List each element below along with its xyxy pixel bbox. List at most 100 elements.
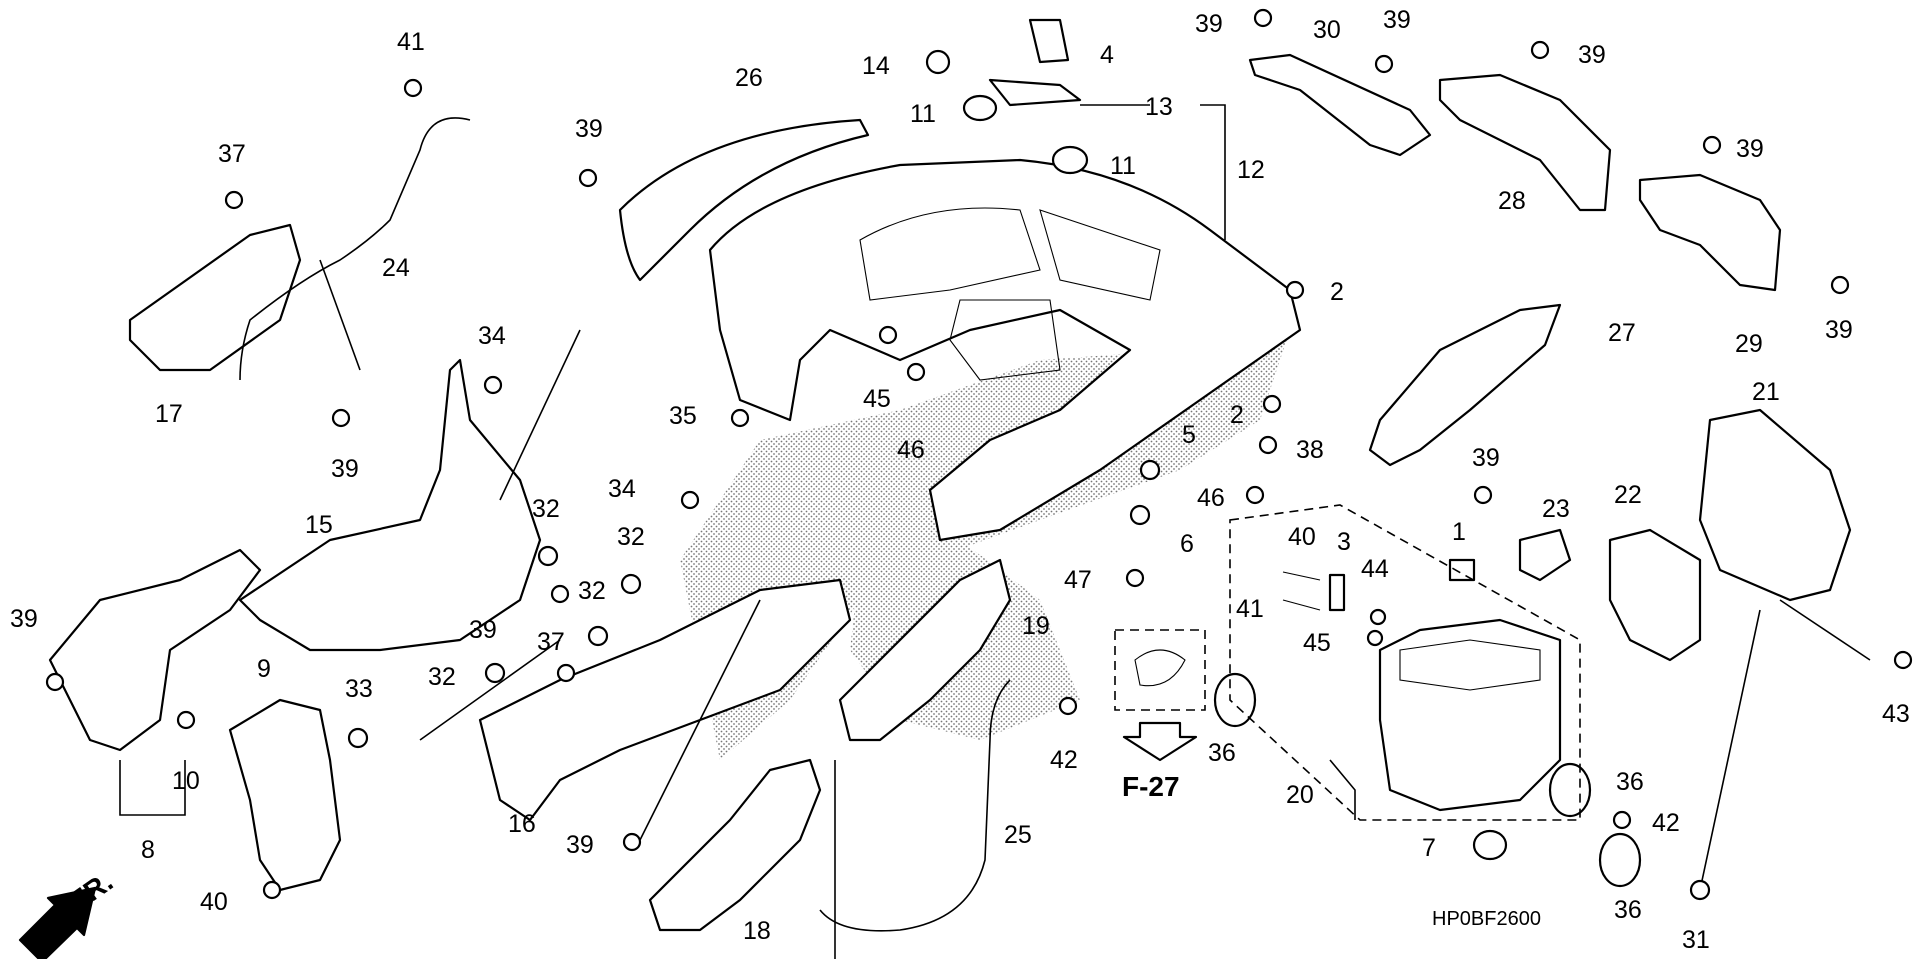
callout-9: 9 xyxy=(257,655,271,683)
part-11-lower-shape xyxy=(1051,145,1089,175)
part-17-shape xyxy=(128,223,302,372)
leader-17-24 xyxy=(319,259,361,371)
callout-38: 38 xyxy=(1296,436,1324,464)
callout-7: 7 xyxy=(1422,834,1436,862)
callout-11: 11 xyxy=(910,100,936,128)
part-13-shape xyxy=(988,78,1082,107)
callout-13: 13 xyxy=(1145,93,1173,121)
fastener-5 xyxy=(1139,459,1161,481)
fastener-32-d xyxy=(484,662,506,684)
callout-16: 16 xyxy=(508,810,536,838)
leader-16 xyxy=(419,639,561,741)
part-19-shape xyxy=(838,558,1012,742)
callout-21: 21 xyxy=(1752,378,1780,406)
fastener-32-a xyxy=(537,545,559,567)
part-29-shape xyxy=(1638,173,1782,292)
fastener-39-top-right-c xyxy=(1530,40,1550,60)
part-36-left-shape xyxy=(1213,672,1257,728)
callout-32: 32 xyxy=(428,663,456,691)
part-23-shape xyxy=(1518,528,1572,582)
fastener-47-a xyxy=(1245,485,1265,505)
fastener-39-top-right-d xyxy=(1702,135,1722,155)
fastener-39-right xyxy=(1473,485,1493,505)
callout-29: 29 xyxy=(1735,330,1763,358)
callout-39: 39 xyxy=(1472,444,1500,472)
fastener-39-top xyxy=(578,168,598,188)
fastener-10 xyxy=(176,710,196,730)
callout-45: 44 xyxy=(1361,555,1389,583)
callout-34: 34 xyxy=(478,322,506,350)
callout-27: 27 xyxy=(1608,319,1636,347)
part-24-wire xyxy=(239,117,471,381)
fastener-43 xyxy=(1612,810,1632,830)
leader-21-44 xyxy=(1779,599,1871,661)
callout-2: 2 xyxy=(1330,278,1344,306)
fastener-42-low xyxy=(1058,696,1078,716)
fastener-47-b xyxy=(1125,568,1145,588)
callout-32: 32 xyxy=(578,577,606,605)
fastener-34-mid xyxy=(680,490,700,510)
leader-34 xyxy=(499,329,581,501)
callout-45: 45 xyxy=(1303,629,1331,657)
leader-20 xyxy=(1329,759,1356,820)
part-16-shape xyxy=(478,578,852,822)
part-18-shape xyxy=(648,758,822,932)
fastener-37-top xyxy=(224,190,244,210)
part-20-lid xyxy=(1399,639,1541,691)
part-4-shape xyxy=(1028,18,1070,64)
part-36-right-shape xyxy=(1548,762,1592,818)
callout-24: 24 xyxy=(382,254,410,282)
callout-43: 42 xyxy=(1652,809,1680,837)
part-26-shape xyxy=(618,118,870,282)
part-14-shape xyxy=(925,49,951,75)
fastener-35 xyxy=(730,408,750,428)
callout-40: 39 xyxy=(469,616,497,644)
callout-26: 26 xyxy=(735,64,763,92)
fastener-45-a xyxy=(1369,608,1387,626)
callout-22: 22 xyxy=(1614,481,1642,509)
diagram-code: HP0BF2600 xyxy=(1432,908,1541,930)
callout-44: 43 xyxy=(1882,700,1910,728)
front-arrow-icon xyxy=(18,886,97,959)
reference-label: F-27 xyxy=(1122,771,1180,802)
callout-47: 47 xyxy=(1064,566,1092,594)
part-20-shape xyxy=(1378,618,1562,812)
callout-39: 39 xyxy=(331,455,359,483)
fastener-39-far-right xyxy=(1830,275,1850,295)
clip-shape xyxy=(1134,649,1186,687)
fastener-44 xyxy=(1893,650,1913,670)
callout-46: 45 xyxy=(863,385,891,413)
callout-39: 39 xyxy=(10,605,38,633)
callout-42: 41 xyxy=(397,28,425,56)
fastener-39-top-right-b xyxy=(1374,54,1394,74)
part-12-detail-c xyxy=(949,299,1061,381)
callout-47: 46 xyxy=(1197,484,1225,512)
callout-34: 34 xyxy=(608,475,636,503)
callout-17: 17 xyxy=(155,400,183,428)
callout-23: 23 xyxy=(1542,495,1570,523)
callout-41: 41 xyxy=(1236,595,1264,623)
callout-32: 32 xyxy=(617,523,645,551)
fastener-46-b xyxy=(906,362,926,382)
callout-46: 46 xyxy=(897,436,925,464)
callout-8: 8 xyxy=(141,836,155,864)
dashed-clip-box xyxy=(1114,629,1206,711)
callout-20: 20 xyxy=(1286,781,1314,809)
callout-39: 39 xyxy=(1383,6,1411,34)
leader-12 xyxy=(1200,104,1226,240)
fastener-40-a xyxy=(550,584,570,604)
fastener-6 xyxy=(1129,504,1151,526)
fastener-41-a xyxy=(1282,571,1321,581)
callout-40: 40 xyxy=(200,888,228,916)
fastener-32-c xyxy=(587,625,609,647)
fastener-3 xyxy=(1328,573,1346,612)
callout-1: 1 xyxy=(1452,518,1466,546)
callout-4: 4 xyxy=(1100,41,1114,69)
callout-39: 39 xyxy=(566,831,594,859)
callout-36: 36 xyxy=(1614,896,1642,924)
fastener-41-b xyxy=(1282,599,1321,611)
part-27-shape xyxy=(1368,303,1562,467)
callout-39: 39 xyxy=(575,115,603,143)
fastener-31 xyxy=(1689,879,1711,901)
